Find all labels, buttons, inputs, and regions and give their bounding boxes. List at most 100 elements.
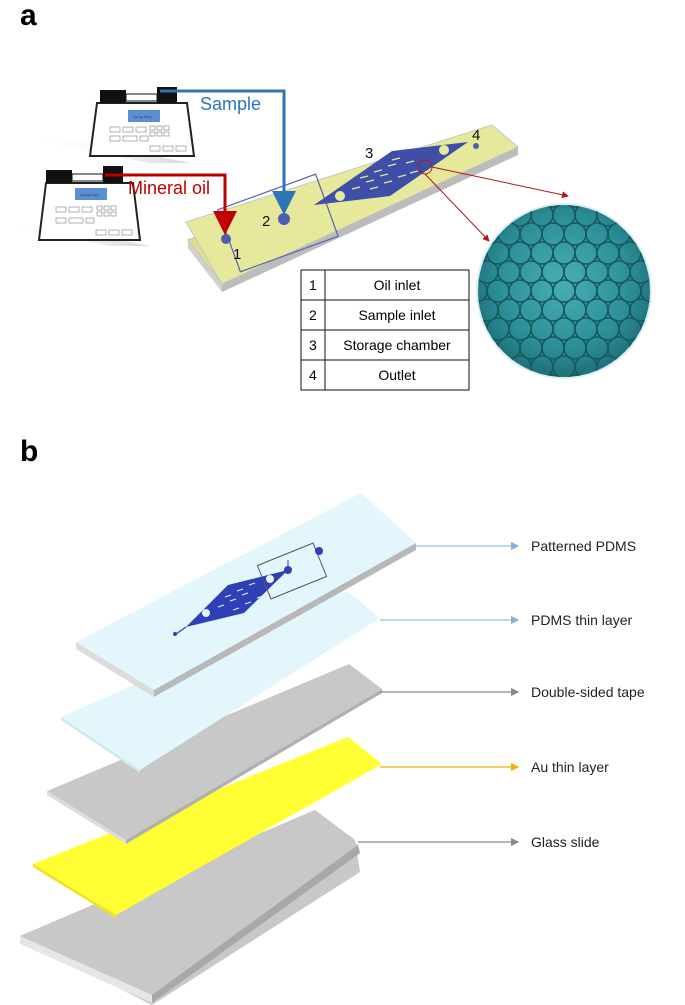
sample-label: Sample: [200, 94, 261, 114]
legend-num-4: 4: [309, 367, 317, 383]
droplet: [629, 298, 650, 322]
droplet: [640, 205, 650, 227]
legend-num-1: 1: [309, 277, 317, 293]
label-pdms-thin: PDMS thin layer: [531, 612, 632, 628]
droplet: [674, 223, 685, 245]
droplet: [652, 223, 674, 245]
mineral-oil-label: Mineral oil: [128, 178, 210, 198]
layer-au-thin: [33, 737, 382, 918]
droplet: [478, 205, 499, 208]
panel-a-letter: a: [20, 0, 37, 32]
droplet: [509, 166, 531, 188]
marker-1: 1: [233, 246, 241, 263]
droplet: [629, 374, 650, 377]
droplet: [641, 166, 663, 188]
droplet: [531, 166, 553, 188]
droplet: [553, 166, 575, 188]
droplet: [663, 318, 685, 340]
label-patterned-pdms: Patterned PDMS: [531, 538, 636, 554]
droplet: [663, 356, 685, 378]
droplet: [663, 280, 685, 302]
layer-patterned-pdms: [76, 493, 416, 697]
droplet: [652, 375, 674, 397]
droplet: [585, 205, 609, 208]
legend-num-2: 2: [309, 307, 317, 323]
droplet: [674, 185, 685, 207]
droplet: [478, 374, 499, 377]
droplet: [663, 204, 685, 226]
droplet: [454, 185, 476, 207]
droplet: [486, 355, 510, 377]
droplet: [619, 166, 641, 188]
oil-flow-line: [105, 173, 237, 235]
droplet: [652, 299, 674, 321]
droplet: [432, 223, 454, 245]
droplet: [652, 261, 674, 283]
panel-b-letter: b: [20, 435, 38, 468]
marker-3: 3: [365, 145, 373, 162]
label-glass-slide: Glass slide: [531, 834, 600, 850]
droplet: [575, 166, 597, 188]
droplet: [663, 166, 685, 188]
label-au-thin: Au thin layer: [531, 759, 609, 775]
droplet: [443, 242, 465, 264]
droplet: [421, 204, 443, 226]
layer-glass-slide: [20, 810, 360, 1005]
droplet: [641, 394, 663, 416]
droplet: [652, 337, 674, 359]
droplet: [607, 205, 631, 208]
pump-title-oil: Syringe Pump: [80, 193, 99, 197]
marker-4: 4: [472, 127, 480, 144]
droplet: [674, 261, 685, 283]
droplet: [607, 374, 631, 377]
legend-table: 1 Oil inlet 2 Sample inlet 3 Storage cha…: [300, 269, 470, 391]
sample-flow-line: [160, 89, 296, 215]
droplet: [663, 242, 685, 264]
droplet: [640, 355, 650, 377]
droplet: [487, 166, 509, 188]
zoom-arrow-top: [431, 166, 569, 199]
legend-label-4: Outlet: [378, 367, 415, 383]
droplet: [629, 260, 650, 284]
legend-num-3: 3: [309, 337, 317, 353]
droplet: [575, 394, 597, 416]
droplet: [585, 374, 609, 377]
droplet: [629, 336, 650, 360]
zoom-arrow-bottom: [424, 173, 490, 242]
syringe-pump-oil: Syringe Pump: [0, 166, 150, 246]
droplet: [541, 205, 565, 208]
droplet: [674, 375, 685, 397]
droplet: [443, 204, 465, 226]
droplet: [497, 374, 521, 377]
droplet: [443, 394, 465, 416]
droplet: [674, 299, 685, 321]
droplet: [553, 394, 575, 416]
droplet: [640, 279, 650, 303]
droplet: [597, 166, 619, 188]
droplet-microscopy-image: [421, 166, 685, 416]
droplet: [497, 205, 521, 208]
label-double-sided-tape: Double-sided tape: [531, 684, 645, 700]
legend-label-3: Storage chamber: [343, 337, 451, 353]
layer-double-sided-tape: [47, 664, 382, 844]
droplet: [563, 374, 587, 377]
droplet: [629, 205, 650, 208]
droplet: [454, 223, 476, 245]
droplet: [618, 355, 642, 377]
droplet: [486, 205, 510, 227]
droplet: [597, 394, 619, 416]
droplet: [478, 205, 488, 227]
droplet: [421, 242, 443, 264]
legend-label-1: Oil inlet: [374, 277, 421, 293]
legend-label-2: Sample inlet: [358, 307, 435, 323]
droplet: [541, 374, 565, 377]
droplet: [421, 394, 443, 416]
droplet: [465, 394, 487, 416]
droplet: [478, 336, 499, 360]
droplet: [618, 205, 642, 227]
droplet: [619, 394, 641, 416]
droplet: [652, 185, 674, 207]
droplet: [487, 394, 509, 416]
droplet: [531, 394, 553, 416]
layer-pdms-thin: [61, 591, 380, 773]
